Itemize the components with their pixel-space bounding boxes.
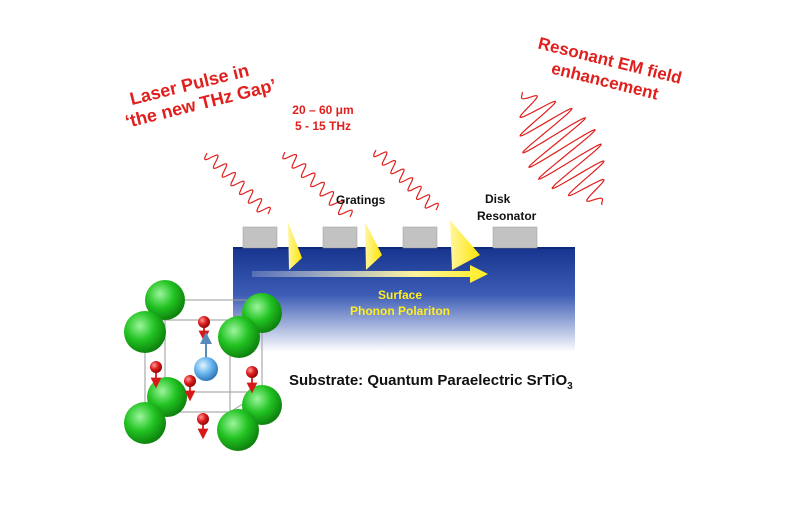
disk-line1: Disk [485,192,511,206]
laser-wave-2 [282,151,353,218]
polariton-line2: Phonon Polariton [350,304,450,318]
o-atom-left [150,361,162,373]
field-triangle-2 [365,222,382,270]
srtio3-unit-cell [124,280,282,451]
o-atom-right [246,366,258,378]
disk-line2: Resonator [477,209,537,223]
field-triangle-1 [288,222,302,270]
laser-wave-3 [373,149,439,211]
disk-resonator-bar [492,226,538,249]
sr-atom-front-tl [124,311,166,353]
substrate-label: Substrate: Quantum Paraelectric SrTiO3 [289,372,573,392]
substrate-text: Substrate: Quantum Paraelectric SrTiO [289,372,568,389]
gratings-label: Gratings [336,193,386,207]
o-atom-top [198,316,210,328]
grating-bar-2 [322,226,358,249]
field-triangle-3 [450,220,480,270]
laser-wave-1 [204,152,271,215]
ti-atom-center [194,357,218,381]
wavelength-text: 20 – 60 μm [292,103,354,117]
enhanced-field-wave [519,91,605,206]
grating-bar-1 [242,226,278,249]
polariton-arrow [252,265,488,283]
disk-resonator-label: Disk Resonator [477,191,536,225]
o-atom-front [184,375,196,387]
sr-atom-back-tl [145,280,185,320]
o-atom-bottom [197,413,209,425]
sr-atom-front-br [217,409,259,451]
grating-bar-3 [402,226,438,249]
substrate-subscript: 3 [567,381,573,392]
frequency-text: 5 - 15 THz [294,119,351,133]
laser-spec-label: 20 – 60 μm 5 - 15 THz [278,102,368,134]
sr-atom-front-tr [218,316,260,358]
polariton-line1: Surface [377,288,423,302]
polariton-label: Surface Phonon Polariton [320,287,480,319]
sr-atom-front-bl [124,402,166,444]
